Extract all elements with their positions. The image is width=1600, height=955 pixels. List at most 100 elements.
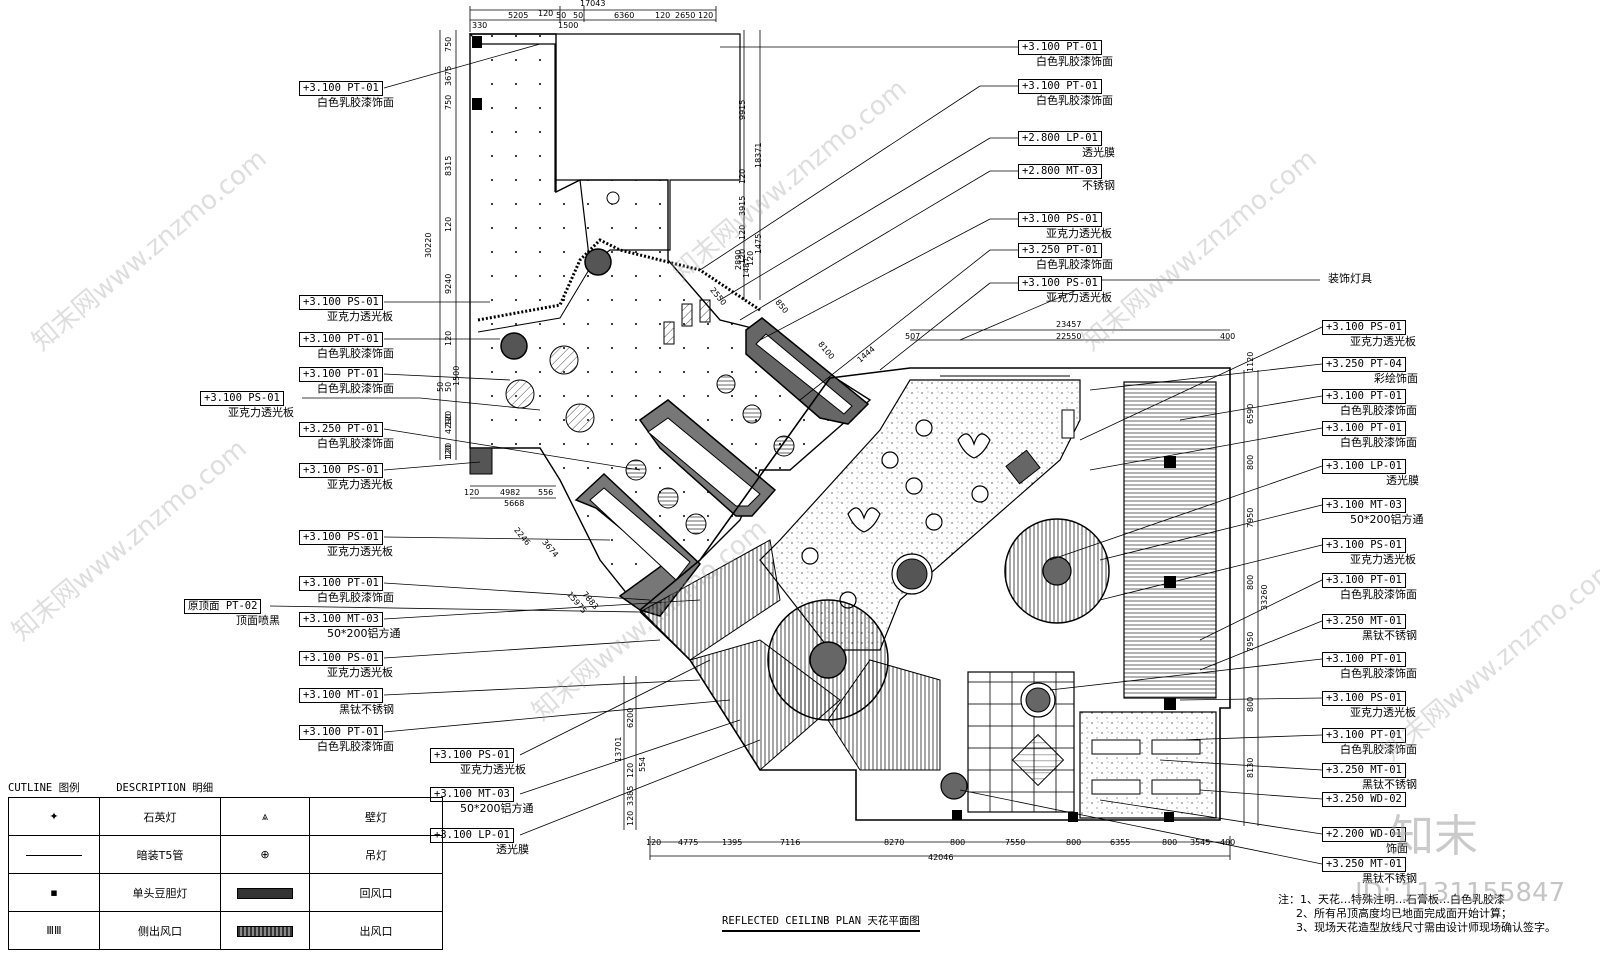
dim-bottom-11: 3545 [1190,838,1211,847]
image-id-text: ID: 1131155847 [1355,878,1566,908]
legend-header-cutline: CUTLINE 图例 [8,782,80,794]
dim-bottom-total: 42046 [928,853,954,862]
dim-left-5: 120 [444,216,453,232]
quartz-lamp-icon: ✦ [8,797,100,836]
dim-bottom-3: 1395 [722,838,743,847]
dim-right-3: 800 [1246,454,1255,470]
dim-mid-1: 9915 [738,99,747,120]
dim-bottom-10: 800 [1162,838,1178,847]
dim-left-3: 750 [444,94,453,110]
dim-ll-4: 5668 [504,499,525,508]
dim-right-8: 8130 [1246,757,1255,778]
dim-mid-5: 1475 [754,233,763,254]
dim-bottom-1: 120 [646,838,662,847]
dim-bottom-5: 8270 [884,838,905,847]
dim-ll-7: 120 [626,762,635,778]
dim-ll-2: 4982 [500,488,521,497]
drawing-title: REFLECTED CEILINB PLAN 天花平面图 [722,913,920,932]
side-vent-icon: ⅢⅢ [8,911,100,950]
legend-header: CUTLINE 图例 DESCRIPTION 明细 [8,780,443,795]
dim-right-2: 6590 [1246,403,1255,424]
legend-row: ✦ 石英灯 ⩓ 壁灯 [8,797,443,836]
dim-left-14: 120 [444,444,453,460]
dim-ll-6: 6200 [626,707,635,728]
dim-right-total: 33260 [1260,584,1269,610]
dim-right-5: 800 [1246,574,1255,590]
dim-mid-9: 2890 [734,249,743,270]
legend-label: 壁灯 [309,797,443,836]
note-2: 2、所有吊顶高度均已地面完成面开始计算； [1296,907,1512,920]
decor-fixture-label: 装饰灯具 [1328,272,1372,285]
dim-right-1: 1120 [1246,351,1255,372]
dim-left-11: 50 [444,381,453,392]
dim-ll-1: 120 [464,488,480,497]
legend-label: 单头豆胆灯 [99,873,221,912]
dim-right-top-3: 400 [1220,332,1236,341]
dim-ll-8: 554 [638,756,647,772]
dim-top-8: 120 [698,11,714,20]
dim-top-9: 330 [472,21,488,30]
dim-right-top-1: 23457 [1056,320,1082,329]
dim-top-total: 17043 [580,0,606,8]
dim-left-2: 3675 [444,65,453,86]
downlight-icon: ▪ [8,873,100,912]
dim-mid-8: 1487 [742,257,751,278]
dim-right-6: 7950 [1246,631,1255,652]
tag-right-14: +3.250 WD-02 [1322,792,1406,807]
dim-left-6: 9240 [444,273,453,294]
dim-right-top-4: 507 [905,332,921,341]
notes: 注：1、天花…特殊注明…石膏板…白色乳胶漆 2、所有吊顶高度均已地面完成面开始计… [1278,893,1556,935]
dim-ll-9: 3385 [626,785,635,806]
supply-vent-icon [220,911,310,950]
dim-ll-10: 120 [626,810,635,826]
dim-bottom-6: 800 [950,838,966,847]
dim-ll-3: 556 [538,488,554,497]
dim-top-7: 2650 [675,11,696,20]
dim-top-10: 1500 [558,21,579,30]
pendant-lamp-icon: ⊕ [220,835,310,874]
legend-label: 石英灯 [99,797,221,836]
legend-label: 吊灯 [309,835,443,874]
legend-label: 暗装T5管 [99,835,221,874]
dim-left-13: 4290 [444,413,453,434]
dim-bottom-12: 400 [1220,838,1236,847]
dim-bottom-9: 6355 [1110,838,1131,847]
dim-bottom-8: 800 [1066,838,1082,847]
legend-row: ▪ 单头豆胆灯 回风口 [8,873,443,912]
dim-left-9: 1500 [452,365,461,386]
dim-ll-5: 13701 [614,736,623,762]
dim-right-top-2: 22550 [1056,332,1082,341]
note-3: 3、现场天花造型放线尺寸需由设计师现场确认签字。 [1296,921,1556,934]
dim-bottom-7: 7550 [1005,838,1026,847]
